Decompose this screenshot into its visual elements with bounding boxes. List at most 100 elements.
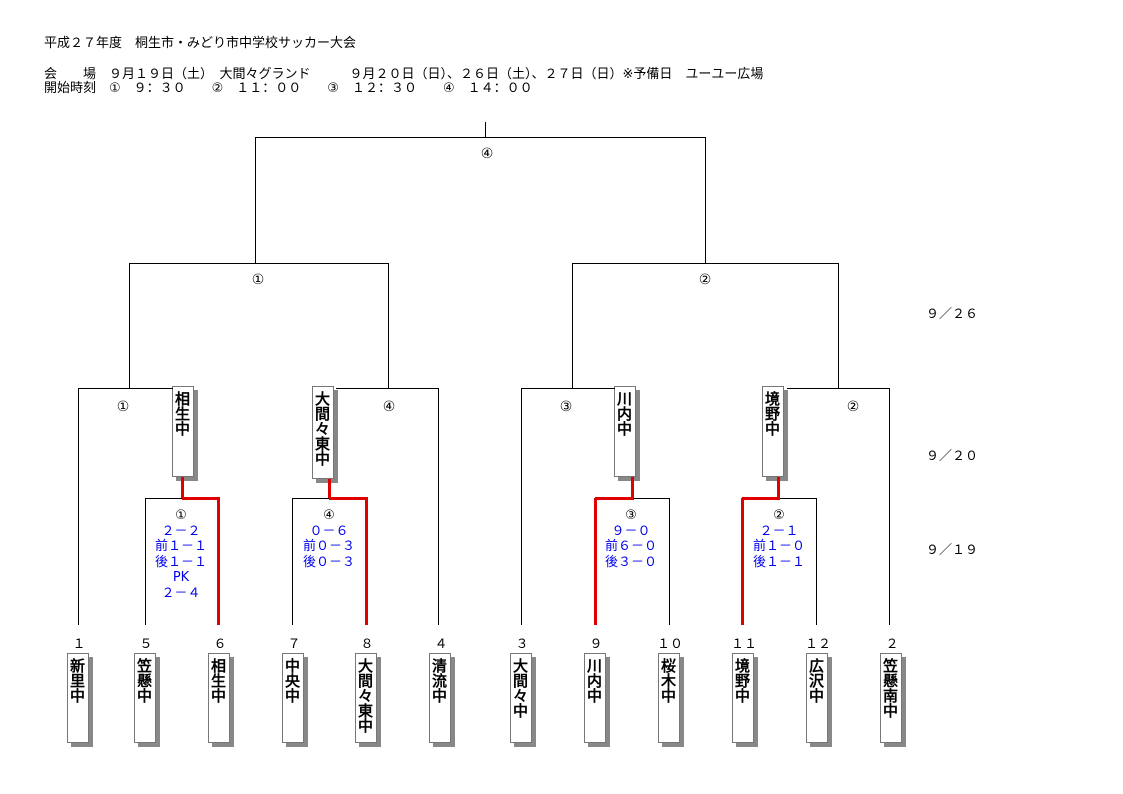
winner-bracket-line	[182, 497, 220, 500]
pk-label: PK	[172, 570, 190, 585]
second-half-score: 後０－３	[302, 554, 355, 570]
bracket-line	[485, 122, 486, 137]
second-half-score: 後１－１	[154, 554, 207, 570]
start-time-line: 開始時刻 ① ９：３０ ② １１：００ ③ １２：３０ ④ １４：００	[44, 81, 533, 96]
second-half-score: 後１－１	[752, 554, 805, 570]
winner-bracket-line	[329, 497, 368, 500]
venue-line: 会 場 ９月１９日（土） 大間々グランド ９月２０日（日）、２６日（土）、２７日…	[44, 67, 764, 82]
first-half-score: 前１－０	[752, 539, 805, 554]
winner-box: 相生中	[172, 386, 194, 477]
match-score: ２－１	[759, 523, 799, 539]
bracket-line	[78, 388, 173, 389]
team-box: 新里中	[67, 653, 89, 743]
team-box: 大間々中	[510, 653, 532, 743]
bracket-line	[669, 498, 670, 625]
winner-bracket-line	[742, 497, 780, 500]
seed-number: １	[72, 637, 86, 652]
bracket-line	[521, 388, 615, 389]
bracket-line	[145, 498, 183, 499]
bracket-line	[816, 498, 817, 625]
bracket-line	[572, 263, 839, 264]
team-box: 笠懸中	[134, 653, 156, 743]
match-score: ０－６	[309, 523, 349, 539]
seed-number: １０	[656, 637, 683, 652]
seed-number: ３	[515, 637, 529, 652]
qf-round-label: ③	[559, 399, 573, 415]
seed-number: ９	[589, 637, 603, 652]
bracket-line	[889, 388, 890, 625]
match-round: ③	[625, 508, 637, 523]
bracket-line	[787, 388, 890, 389]
match-score-block: ① ２－２ 前１－１ 後１－１ PK ２－４	[136, 508, 226, 601]
winner-bracket-line	[595, 497, 634, 500]
match-round: ①	[175, 508, 187, 523]
second-half-score: 後３－０	[604, 554, 657, 570]
bracket-line	[388, 263, 389, 388]
bracket-line	[255, 137, 256, 263]
bracket-line	[255, 137, 706, 138]
pk-score: ２－４	[161, 585, 201, 601]
final-round-label: ④	[480, 146, 494, 162]
seed-number: ７	[287, 637, 301, 652]
winner-bracket-line	[594, 498, 597, 625]
date-first-round: ９／１９	[926, 543, 979, 558]
bracket-line	[438, 388, 439, 625]
bracket-line	[129, 263, 389, 264]
bracket-line	[145, 498, 146, 625]
seed-number: １２	[804, 637, 831, 652]
winner-bracket-line	[631, 477, 634, 498]
winner-bracket-line	[365, 498, 368, 625]
bracket-line	[705, 137, 706, 263]
team-box: 笠懸南中	[880, 653, 902, 743]
winner-box: 川内中	[614, 386, 636, 477]
match-score: ９－０	[611, 523, 651, 539]
bracket-line	[78, 388, 79, 625]
seed-number: ５	[139, 637, 153, 652]
winner-bracket-line	[741, 498, 744, 625]
match-score: ２－２	[161, 523, 201, 539]
bracket-line	[129, 263, 130, 388]
bracket-line	[336, 388, 439, 389]
team-box: 桜木中	[658, 653, 680, 743]
qf-round-label: ①	[116, 399, 130, 415]
seed-number: ２	[885, 637, 899, 652]
match-score-block: ③ ９－０ 前６－０ 後３－０	[586, 508, 676, 570]
first-half-score: 前０－３	[302, 539, 355, 554]
team-box: 清流中	[429, 653, 451, 743]
seed-number: ６	[213, 637, 227, 652]
team-box: 広沢中	[806, 653, 828, 743]
bracket-line	[838, 263, 839, 388]
bracket-line	[632, 498, 670, 499]
first-half-score: 前６－０	[604, 539, 657, 554]
first-half-score: 前１－１	[154, 539, 207, 554]
match-score-block: ② ２－１ 前１－０ 後１－１	[734, 508, 824, 570]
winner-bracket-line	[181, 477, 184, 498]
semi-left-round-label: ①	[251, 272, 265, 288]
match-score-block: ④ ０－６ 前０－３ 後０－３	[284, 508, 374, 570]
team-box: 中央中	[282, 653, 304, 743]
winner-box: 大間々東中	[312, 386, 334, 479]
qf-round-label: ②	[846, 399, 860, 415]
winner-bracket-line	[777, 477, 780, 498]
match-round: ②	[773, 508, 785, 523]
team-box: 大間々東中	[355, 653, 377, 743]
team-box: 境野中	[732, 653, 754, 743]
team-box: 川内中	[584, 653, 606, 743]
tournament-title: 平成２７年度 桐生市・みどり市中学校サッカー大会	[44, 36, 357, 51]
bracket-line	[521, 388, 522, 625]
team-box: 相生中	[208, 653, 230, 743]
bracket-line	[292, 498, 293, 625]
seed-number: １１	[730, 637, 757, 652]
bracket-line	[292, 498, 330, 499]
winner-bracket-line	[217, 498, 220, 625]
winner-box: 境野中	[762, 386, 784, 477]
seed-number: ８	[360, 637, 374, 652]
semi-right-round-label: ②	[698, 272, 712, 288]
bracket-line	[572, 263, 573, 388]
bracket-line	[778, 498, 817, 499]
seed-number: ４	[434, 637, 448, 652]
date-quarterfinal: ９／２０	[926, 449, 979, 464]
date-semifinal: ９／２６	[926, 307, 979, 322]
qf-round-label: ④	[382, 399, 396, 415]
match-round: ④	[323, 508, 335, 523]
